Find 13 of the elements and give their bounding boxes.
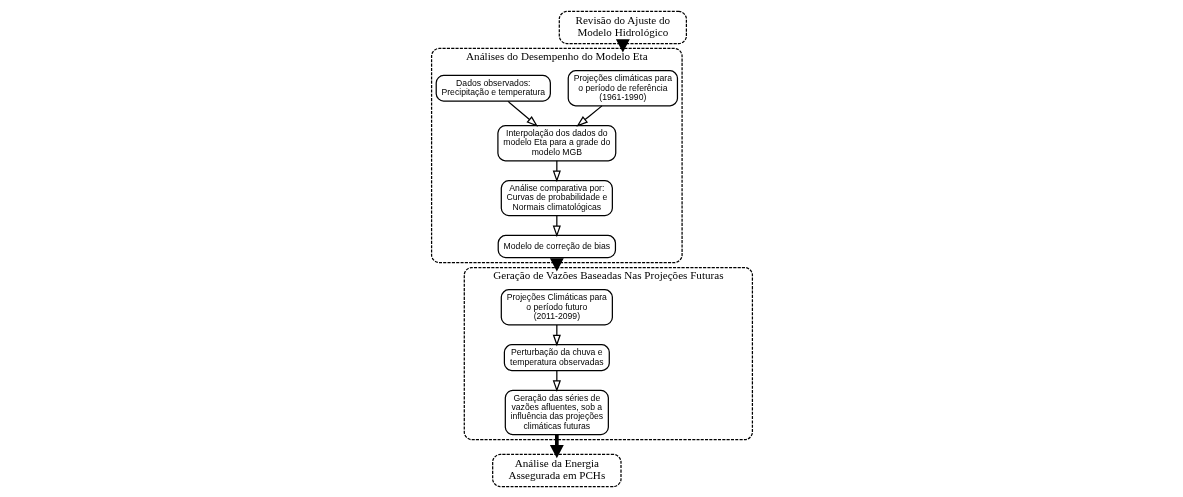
node-box: Projeções climáticas para o período de referência (1961-1990) — [567, 69, 678, 106]
node-box: Interpolação dos dados do modelo Eta para a grade do modelo MGB — [496, 124, 616, 161]
arrow — [506, 100, 538, 127]
arrow — [575, 104, 603, 127]
node-box: Geração das séries de vazões afluentes, sob a influência das projeções climáticas futuras — [504, 389, 609, 435]
node-box: Perturbação da chuva e temperatura observadas — [503, 343, 610, 371]
node-box: Dados observados: Precipitação e temperatura — [435, 74, 551, 102]
node-box: Análise da Energia Assegurada em PCHs — [491, 453, 622, 487]
arrow — [549, 257, 564, 271]
node-box: Projeções Climáticas para o período futuro (2011-2099) — [500, 288, 613, 325]
node-box: Análise comparativa por: Curvas de probabilidade e Normais climatológicas — [500, 179, 613, 216]
node-box: Modelo de correção de bias — [497, 234, 616, 258]
arrow — [615, 38, 630, 52]
